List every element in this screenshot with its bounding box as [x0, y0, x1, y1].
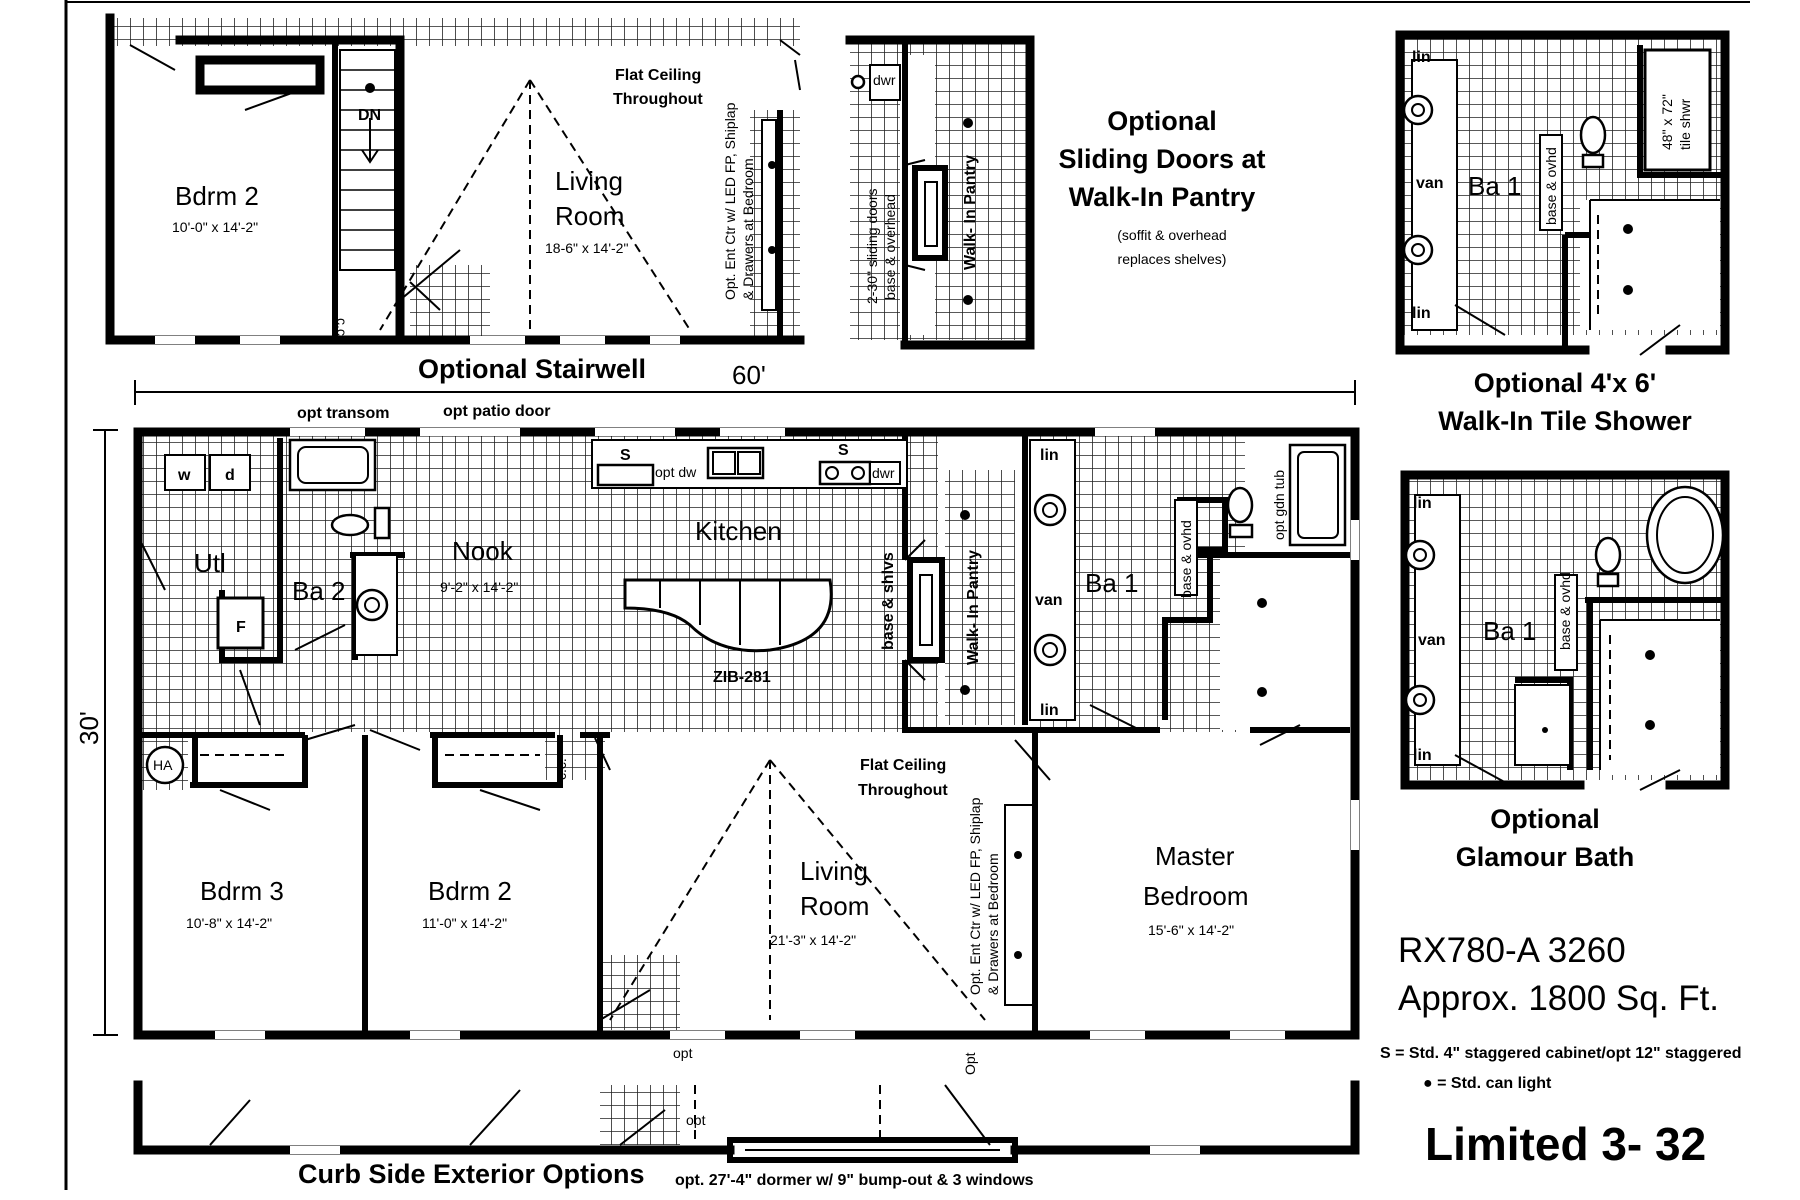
shower-option-tile-shower: tile shwr — [1677, 98, 1693, 150]
shower-option-caption-1: Optional 4'x 6' — [1474, 368, 1656, 398]
glamour-option-bath-label: Ba 1 — [1483, 616, 1537, 646]
exterior-caption: Curb Side Exterior Options — [298, 1159, 645, 1189]
master-bedroom-size: 15'-6" x 14'-2" — [1148, 922, 1234, 938]
nook-name: Nook — [452, 536, 514, 566]
upper-stairs-label: DN — [358, 107, 381, 124]
bath-1-linen-bottom: lin — [1040, 702, 1059, 719]
bath-1-linen-top: lin — [1040, 447, 1059, 464]
upper-stairwell-plan — [105, 13, 805, 345]
glamour-option-caption-1: Optional — [1490, 804, 1600, 834]
shower-option-caption-2: Walk-In Tile Shower — [1438, 406, 1692, 436]
glamour-option-base-overhead: base & ovhd — [1557, 572, 1573, 650]
upper-entertainment-center-note-1: Opt. Ent Ctr w/ LED FP, Shiplap — [722, 102, 738, 300]
stairwell-caption: Optional Stairwell — [418, 354, 646, 384]
legend-can-light-note: ● = Std. can light — [1423, 1075, 1552, 1092]
exterior-opt-label-1: opt — [686, 1112, 706, 1128]
master-bedroom-name-1: Master — [1155, 841, 1235, 871]
shower-option-base-overhead: base & ovhd — [1543, 147, 1559, 225]
pantry-option-sliding-doors: 2-30" sliding doors — [864, 189, 880, 304]
bedroom-3-name: Bdrm 3 — [200, 876, 284, 906]
drawer-label: dwr — [872, 465, 895, 481]
ceiling-note-2: Throughout — [858, 782, 948, 799]
upper-ceiling-note-2: Throughout — [613, 91, 703, 108]
dormer-note: opt. 27'-4" dormer w/ 9" bump-out & 3 wi… — [675, 1172, 1034, 1189]
upper-ceiling-note-1: Flat Ceiling — [615, 67, 701, 84]
upper-entertainment-center-note-2: & Drawers at Bedroom — [740, 158, 756, 300]
ha-unit-label: HA — [153, 757, 173, 773]
pantry-option-pantry-label: Walk- In Pantry — [962, 155, 979, 270]
opt-door-label: opt — [673, 1045, 693, 1061]
shower-option-linen-top: lin — [1412, 49, 1431, 66]
shower-option-vanity: van — [1416, 175, 1444, 192]
opt-patio-door-label: opt patio door — [443, 403, 551, 420]
pantry-option-title-2: Sliding Doors at — [1058, 144, 1265, 174]
utility-room-label: Utl — [194, 548, 226, 578]
legend-cabinet-note: S = Std. 4" staggered cabinet/opt 12" st… — [1380, 1045, 1742, 1062]
nook-size: 9'-2" x 14'-2" — [440, 579, 518, 595]
bath-1-label: Ba 1 — [1085, 568, 1139, 598]
main-floor-plan — [133, 427, 1360, 1040]
bath-2-label: Ba 2 — [292, 576, 346, 606]
upper-bedroom-size: 10'-0" x 14'-2" — [172, 219, 258, 235]
pantry-option-base-overhead: base & overhead — [882, 194, 898, 300]
living-room-name-1: Living — [800, 856, 868, 886]
cabinet-s-mark-1: S — [620, 447, 631, 464]
glamour-bath-option-plan — [1400, 470, 1730, 791]
pantry-option-drawer-label: dwr — [873, 72, 896, 88]
curb-side-exterior — [133, 1080, 1360, 1163]
dryer-label: d — [225, 467, 235, 484]
living-room-name-2: Room — [800, 891, 869, 921]
master-bedroom-name-2: Bedroom — [1143, 881, 1249, 911]
upper-coat-closet-label: c.c. — [334, 318, 350, 340]
bath-1-base-overhead: base & ovhd — [1178, 520, 1194, 598]
glamour-option-linen-bottom: lin — [1413, 747, 1432, 764]
coat-closet-label: c.c. — [553, 758, 569, 780]
ceiling-note-1: Flat Ceiling — [860, 757, 946, 774]
living-room-size: 21'-3" x 14'-2" — [770, 932, 856, 948]
walk-in-pantry-label: Walk- In Pantry — [965, 550, 982, 665]
glamour-option-vanity: van — [1418, 632, 1446, 649]
overall-width-dimension: 30' — [74, 711, 104, 745]
upper-living-name-2: Room — [555, 201, 624, 231]
approx-square-footage: Approx. 1800 Sq. Ft. — [1398, 979, 1719, 1018]
shower-option-size: 48" x 72" — [1659, 94, 1675, 150]
upper-living-size: 18-6" x 14'-2" — [545, 240, 628, 256]
bedroom-2-name: Bdrm 2 — [428, 876, 512, 906]
furnace-label: F — [236, 619, 246, 636]
overall-length-dimension: 60' — [732, 360, 766, 390]
glamour-option-linen-top: lin — [1413, 495, 1432, 512]
shower-option-linen-bottom: lin — [1412, 305, 1431, 322]
upper-bedroom-name: Bdrm 2 — [175, 181, 259, 211]
bath-1-vanity: van — [1035, 592, 1063, 609]
kitchen-label: Kitchen — [695, 516, 782, 546]
island-model-label: ZIB-281 — [713, 669, 771, 686]
entertainment-center-note-1: Opt. Ent Ctr w/ LED FP, Shiplap — [967, 797, 983, 995]
shower-option-bath-label: Ba 1 — [1468, 171, 1522, 201]
opt-transom-label: opt transom — [297, 405, 389, 422]
pantry-option-note-1: (soffit & overhead — [1117, 227, 1226, 243]
series-name: Limited 3- 32 — [1425, 1118, 1706, 1170]
opt-dishwasher-label: opt dw — [655, 464, 697, 480]
cabinet-s-mark-2: S — [838, 442, 849, 459]
pantry-option-plan — [845, 35, 1035, 350]
exterior-opt-label-2: Opt — [962, 1052, 978, 1075]
washer-label: w — [177, 467, 191, 484]
dimension-lines — [93, 380, 1356, 1036]
model-number: RX780-A 3260 — [1398, 931, 1626, 970]
pantry-option-title-3: Walk-In Pantry — [1069, 182, 1256, 212]
bedroom-3-size: 10'-8" x 14'-2" — [186, 915, 272, 931]
shower-option-plan — [1395, 30, 1730, 356]
base-shelves-label: base & shlvs — [880, 552, 897, 650]
glamour-option-caption-2: Glamour Bath — [1456, 842, 1635, 872]
pantry-option-title-1: Optional — [1107, 106, 1217, 136]
entertainment-center-note-2: & Drawers at Bedroom — [985, 853, 1001, 995]
upper-living-name-1: Living — [555, 166, 623, 196]
bedroom-2-size: 11'-0" x 14'-2" — [422, 915, 507, 931]
opt-garden-tub-label: opt gdn tub — [1271, 470, 1287, 540]
pantry-option-note-2: replaces shelves) — [1118, 251, 1227, 267]
